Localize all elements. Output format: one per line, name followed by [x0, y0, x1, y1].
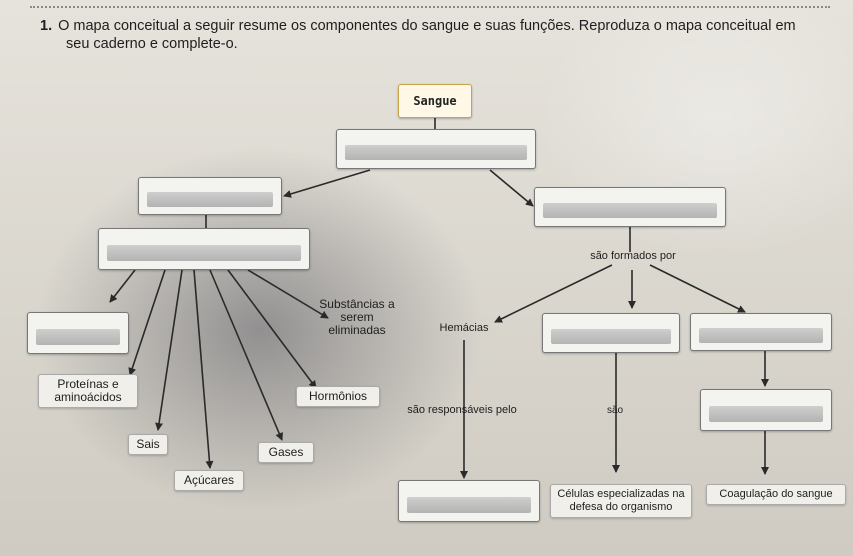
- label-defense: Células especializadas na defesa do orga…: [550, 484, 692, 518]
- connector-to-substances: [247, 269, 329, 319]
- root-node-label: Sangue: [413, 94, 457, 108]
- blank-box-right-lower[interactable]: [700, 389, 832, 431]
- connector-to-proteins: [128, 269, 166, 376]
- label-hormones: Hormônios: [296, 386, 380, 407]
- connector-main-to-left: [283, 169, 371, 198]
- blank-box-left-small[interactable]: [27, 312, 129, 354]
- label-salts: Sais: [128, 434, 168, 455]
- label-formed-by: são formados por: [590, 250, 676, 262]
- connector-main-to-right: [489, 169, 534, 207]
- blank-box-main[interactable]: [336, 129, 536, 169]
- question-line-2: seu caderno e complete-o.: [66, 36, 238, 52]
- label-coagulation: Coagulação do sangue: [706, 484, 846, 505]
- connector-to-gases: [209, 269, 283, 441]
- top-dotted-rule: [30, 6, 830, 8]
- label-responsible: são responsáveis pelo: [407, 404, 517, 416]
- blank-box-left-upper[interactable]: [138, 177, 282, 215]
- blank-box-right-upper[interactable]: [534, 187, 726, 227]
- connector-to-sugars: [193, 269, 214, 469]
- blank-box-right[interactable]: [690, 313, 832, 351]
- connector-to-salts: [155, 269, 183, 431]
- blank-box-bottom[interactable]: [398, 480, 540, 522]
- label-substances: Substâncias a serem eliminadas: [319, 297, 395, 337]
- connector-to-blank-left: [109, 269, 136, 303]
- question-number: 1.: [40, 18, 53, 34]
- label-are: são: [606, 405, 624, 416]
- blank-box-middle[interactable]: [542, 313, 680, 353]
- question-text: 1. O mapa conceitual a seguir resume os c…: [40, 17, 840, 53]
- connector-formed-to-right: [649, 264, 746, 313]
- blank-box-left-mid[interactable]: [98, 228, 310, 270]
- label-sugars: Açúcares: [174, 470, 244, 491]
- connector-formed-to-hemacias: [494, 264, 613, 323]
- root-node-sangue: Sangue: [398, 84, 472, 118]
- label-hemacias: Hemácias: [439, 322, 489, 334]
- question-line-1: O mapa conceitual a seguir resume os com…: [58, 18, 796, 34]
- label-gases: Gases: [258, 442, 314, 463]
- connector-to-hormones: [227, 269, 317, 389]
- label-proteins: Proteínas e aminoácidos: [38, 374, 138, 408]
